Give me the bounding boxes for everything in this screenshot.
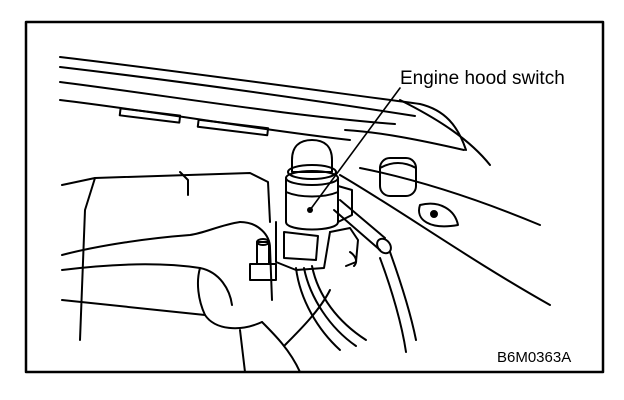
figure-id: B6M0363A [497,349,571,366]
hood-switch [285,139,353,231]
left-structure [61,171,301,373]
wire-harness [284,251,417,353]
switch-bracket [275,199,392,271]
callout-label: Engine hood switch [400,68,565,89]
callout-leader-line [309,87,401,211]
bolt-post [249,238,277,281]
figure-frame [24,20,605,374]
hood-panel [59,56,467,151]
fender-panel [339,99,551,306]
